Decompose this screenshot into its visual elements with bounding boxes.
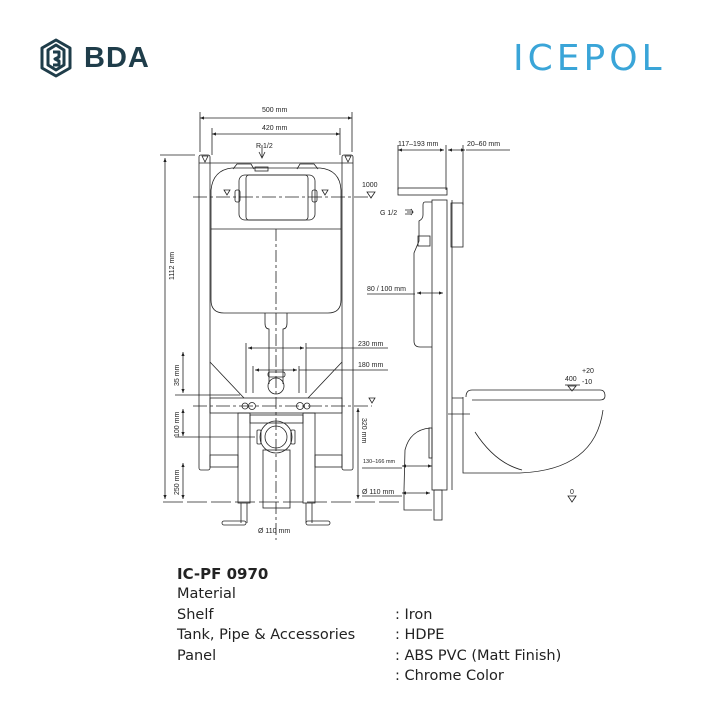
seat-level: 400 [565,376,577,383]
dim-130-166: 130–166 mm [363,459,396,465]
dim-230: 230 mm [358,341,383,348]
floor-level: 0 [570,489,574,496]
bda-logo-text: BDA [84,41,150,74]
spec-value: : Iron [395,606,433,623]
dim-420: 420 mm [262,125,287,132]
dim-250: 250 mm [174,470,181,495]
dim-500: 500 mm [262,107,287,114]
drain-diameter: Ø 110 mm [258,528,290,535]
dim-100: 100 mm [174,412,181,437]
material-heading: Material [177,586,236,602]
dim-320: 320 mm [360,418,367,443]
inlet-g12: G 1/2 [380,210,397,217]
spec-row: Tank, Pipe & Accessories : HDPE [177,627,561,648]
bda-logo: BDA [36,36,150,80]
dim-180: 180 mm [358,362,383,369]
spec-label: Shelf [177,606,214,623]
seat-tolerance-minus: -10 [582,379,592,386]
spec-row: : Chrome Color [177,668,561,689]
spec-label: Tank, Pipe & Accessories [177,627,356,643]
spec-value: : Chrome Color [395,668,504,684]
spec-value: : HDPE [395,627,445,643]
seat-tolerance-plus: +20 [582,368,594,375]
icepol-logo: ICEPOL [513,38,666,79]
spec-label [177,668,395,689]
side-pipe-diameter: Ø 110 mm [362,489,394,496]
dim-1112: 1112 mm [169,252,176,280]
side-view [362,145,606,521]
dim-35: 35 mm [174,364,181,386]
model-number: IC-PF 0970 [177,565,269,583]
level-1000: 1000 [362,182,378,189]
dim-117-193: 117–193 mm [398,141,439,148]
spec-value: : ABS PVC (Matt Finish) [395,647,562,664]
dim-20-60: 20–60 mm [467,141,500,148]
spec-row: Panel : ABS PVC (Matt Finish) [177,648,561,669]
dim-80-100: 80 / 100 mm [367,286,406,293]
spec-sheet: IC-PF 0970 Material Shelf : Iron Tank, Pi… [177,565,561,689]
spec-label: Panel [177,647,217,664]
bda-logo-icon [40,38,72,78]
inlet-r12: R 1/2 [256,143,273,150]
spec-row: Shelf : Iron [177,607,561,628]
front-view [160,112,400,540]
